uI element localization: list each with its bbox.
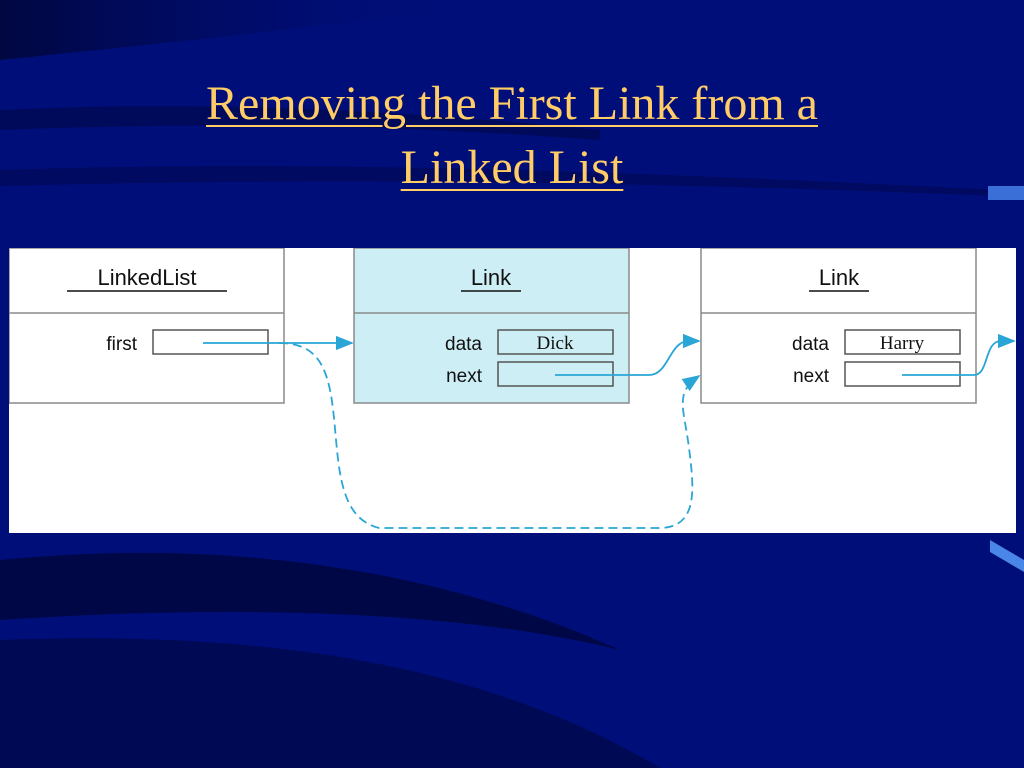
first-field-label: first: [106, 334, 137, 355]
link-2-data-label: data: [792, 334, 829, 355]
first-bypass-dashed-arrow: [278, 342, 701, 529]
diagram-panel: LinkedList first Link data Dick next Lin…: [8, 247, 1016, 533]
link-1-class-name: Link: [471, 265, 512, 290]
linkedlist-object: LinkedList first: [8, 247, 285, 404]
link-object-harry: Link data Harry next: [700, 247, 977, 404]
dick-next-to-harry-arrow: [555, 333, 701, 376]
linkedlist-class-name: LinkedList: [97, 265, 196, 290]
link-2-next-box: [844, 361, 961, 387]
first-field-box: [152, 329, 269, 355]
link-1-data-box: [497, 329, 614, 355]
link-1-next-box: [497, 361, 614, 387]
link-1-next-label: next: [446, 366, 483, 387]
slide-title: Removing the First Link from a Linked Li…: [0, 72, 1024, 200]
harry-next-arrow: [902, 333, 1016, 376]
link-object-dick: Link data Dick next: [353, 247, 630, 404]
title-line-2: Linked List: [400, 141, 624, 194]
link-1-data-label: data: [445, 334, 482, 355]
link-2-data-box: [844, 329, 961, 355]
title-line-1: Removing the First Link from a: [206, 77, 818, 130]
link-2-class-name: Link: [819, 265, 860, 290]
link-2-next-label: next: [793, 366, 830, 387]
linked-list-diagram: LinkedList first Link data Dick next Lin…: [8, 247, 1016, 529]
link-2-data-value: Harry: [880, 333, 925, 354]
link-1-data-value: Dick: [537, 333, 574, 354]
